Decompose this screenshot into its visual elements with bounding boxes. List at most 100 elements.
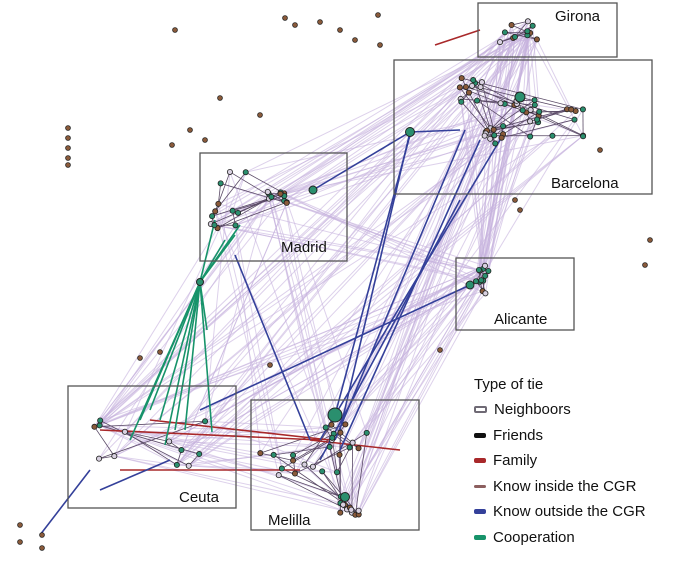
know-inside-tie — [99, 137, 502, 426]
node — [187, 127, 193, 133]
node — [501, 29, 508, 36]
family-tie — [99, 429, 321, 441]
know-inside-tie — [99, 193, 270, 426]
node — [290, 452, 297, 459]
know-inside-tie — [218, 79, 474, 205]
node — [529, 22, 536, 29]
node — [524, 28, 531, 35]
node — [242, 169, 249, 176]
family-tie — [309, 439, 401, 451]
legend-item-know-outside: Know outside the CGR — [474, 499, 646, 525]
region-label-ceuta: Ceuta — [179, 489, 220, 506]
node — [301, 461, 308, 468]
node — [437, 347, 443, 353]
node — [470, 77, 477, 84]
know-outside-tie — [339, 131, 411, 431]
legend-item-friends: Friends — [474, 423, 646, 449]
node — [337, 509, 344, 516]
hub-node — [405, 127, 415, 137]
legend-item-know-inside: Know inside the CGR — [474, 474, 646, 500]
node — [512, 197, 518, 203]
node — [178, 447, 185, 454]
node — [491, 132, 498, 139]
neighbours-tie — [229, 171, 272, 198]
node — [519, 107, 526, 114]
node — [65, 135, 71, 141]
node — [571, 116, 578, 123]
node — [217, 180, 224, 187]
node — [497, 100, 504, 107]
node — [317, 19, 323, 25]
node — [185, 462, 192, 469]
know-inside-tie — [268, 198, 344, 505]
know-inside-tie — [283, 193, 368, 433]
node — [328, 421, 335, 428]
know-inside-tie — [358, 290, 484, 515]
cooperation-tie — [199, 219, 216, 283]
node — [65, 155, 71, 161]
know-inside-tie — [188, 110, 577, 467]
hub-node — [196, 278, 204, 286]
know-inside-tie — [475, 111, 540, 282]
region-label-girona: Girona — [555, 8, 601, 25]
region-box — [477, 2, 618, 58]
know-inside-tie — [99, 225, 236, 426]
region-box — [393, 59, 653, 195]
node — [215, 200, 222, 207]
legend-label: Friends — [493, 426, 544, 444]
know-inside-tie — [99, 265, 486, 426]
know-inside-tie — [235, 138, 491, 226]
legend-label: Neighboors — [494, 401, 571, 419]
neighbours-tie — [98, 420, 206, 460]
neighbours-tie — [273, 454, 351, 508]
neighbours-tie — [245, 171, 285, 194]
node — [472, 278, 479, 285]
know-inside-tie — [292, 36, 516, 456]
know-inside-tie — [168, 440, 341, 498]
node — [172, 27, 178, 33]
node — [65, 162, 71, 168]
know-inside-tie — [181, 135, 486, 451]
know-inside-tie — [188, 275, 486, 467]
node — [264, 188, 271, 195]
node — [39, 532, 45, 538]
node — [96, 455, 103, 462]
know-inside-tie — [283, 200, 331, 448]
node — [597, 147, 603, 153]
legend-item-neighbours: Neighboors — [474, 397, 646, 423]
node — [137, 355, 143, 361]
know-inside-tie — [460, 98, 484, 281]
know-outside-tie — [234, 254, 311, 441]
know-outside-tie — [39, 469, 91, 536]
node — [337, 429, 344, 436]
node — [579, 106, 586, 113]
neighbours-tie — [476, 100, 531, 137]
node — [340, 501, 347, 508]
know-inside-tie — [245, 34, 528, 173]
node — [458, 98, 465, 105]
node — [533, 36, 540, 43]
know-inside-tie — [478, 37, 514, 271]
node — [527, 106, 534, 113]
node — [202, 418, 209, 425]
node — [291, 470, 298, 477]
node — [531, 101, 538, 108]
node — [65, 125, 71, 131]
node — [319, 468, 326, 475]
node — [481, 132, 488, 139]
node — [642, 262, 648, 268]
node — [329, 434, 336, 441]
know-inside-tie — [479, 32, 530, 282]
know-outside-tie — [334, 129, 466, 441]
node — [211, 222, 218, 229]
node — [517, 207, 523, 213]
node — [475, 266, 482, 273]
know-inside-tie — [99, 135, 553, 426]
know-inside-tie — [99, 424, 341, 434]
node — [527, 133, 534, 140]
node — [568, 106, 575, 113]
cooperation-tie — [174, 281, 201, 431]
node — [485, 267, 492, 274]
legend-item-family: Family — [474, 448, 646, 474]
